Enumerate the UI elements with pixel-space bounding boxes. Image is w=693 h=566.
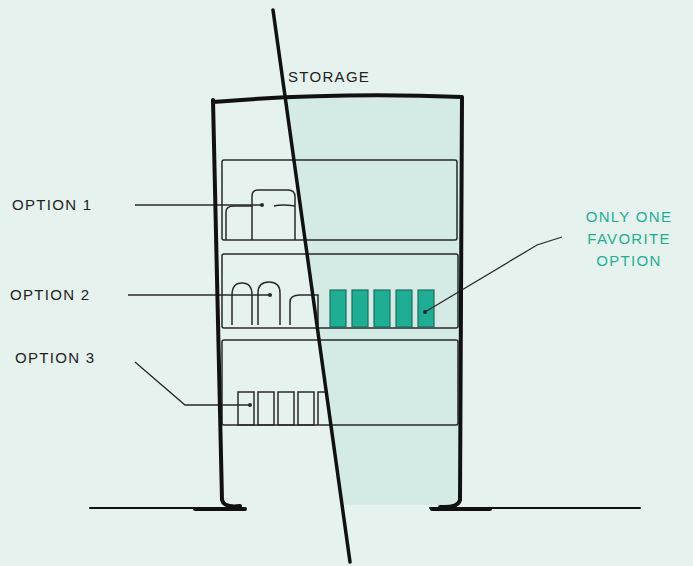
divider-line [273, 10, 350, 562]
favorite-block [396, 290, 412, 327]
option-label: OPTION 1 [12, 194, 132, 216]
favorite-block [330, 290, 346, 327]
sofa-shape [252, 205, 295, 240]
door-shape [278, 392, 294, 425]
favorite-block [352, 290, 368, 327]
shelf [222, 160, 457, 240]
door-shape [258, 392, 274, 425]
cabinet-heading: STORAGE [288, 66, 398, 88]
option-2-items [232, 282, 318, 325]
floor-line [430, 507, 640, 509]
cabinet-outline-svg [205, 60, 470, 515]
callout-note: ONLY ONE FAVORITE OPTION [566, 206, 692, 272]
option-3-items [238, 392, 326, 425]
leader-dots [248, 203, 427, 407]
option-label: OPTION 2 [10, 284, 130, 306]
shelf [222, 340, 458, 425]
sofa-shape [226, 190, 295, 240]
option-1-item [226, 190, 295, 240]
shelf [222, 254, 458, 328]
door-shape [238, 392, 254, 425]
cabinet-outline [213, 95, 462, 507]
door-shape [298, 392, 314, 425]
favorite-items [330, 290, 434, 327]
leader-dot [268, 293, 272, 297]
floor [90, 508, 640, 509]
highlight-shading [285, 97, 462, 505]
storage-cabinet: STORAGE [205, 60, 470, 515]
leader-lines [128, 205, 562, 405]
leader-dot [260, 203, 264, 207]
leader-line [425, 237, 562, 312]
arch-shape [232, 283, 252, 325]
arch-shape [258, 282, 280, 325]
favorite-block [374, 290, 390, 327]
floor-line [90, 507, 245, 509]
leader-line [135, 204, 262, 205]
leader-dot [423, 310, 427, 314]
door-shape [318, 392, 326, 425]
leader-line [135, 362, 250, 405]
leader-line [128, 294, 270, 295]
leader-dot [248, 403, 252, 407]
shelves [222, 160, 458, 425]
option-label: OPTION 3 [15, 347, 135, 369]
